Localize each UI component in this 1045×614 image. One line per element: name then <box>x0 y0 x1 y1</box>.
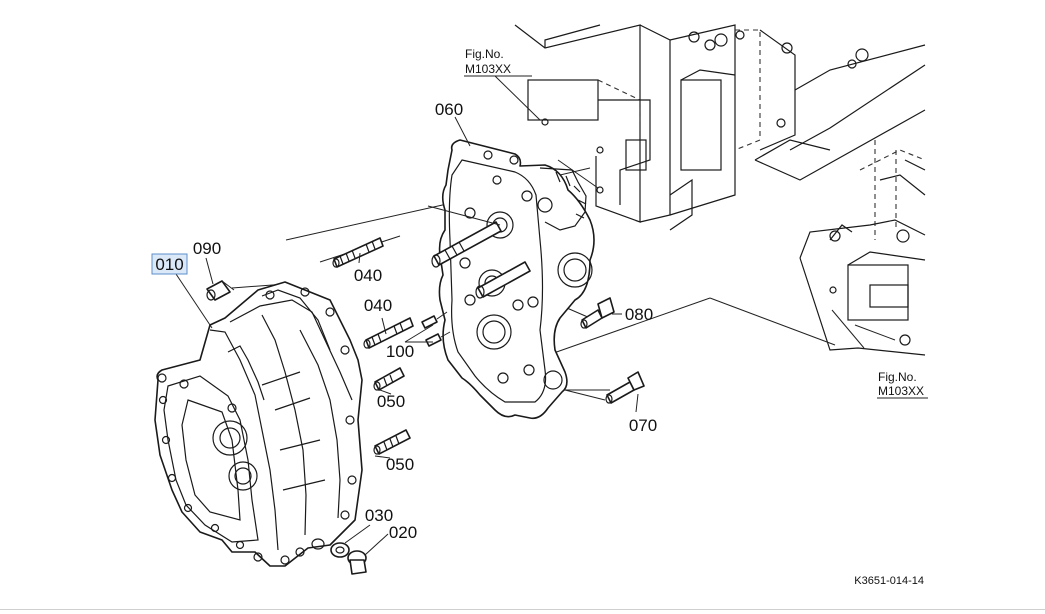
selected-callout-highlight <box>151 253 188 275</box>
fig-ref-lower-number: M103XX <box>878 384 924 398</box>
washer-030-icon <box>330 542 350 558</box>
callout-040-upper[interactable]: 040 <box>354 266 382 285</box>
output-shaft-icon <box>475 261 531 299</box>
fig-ref-upper-number: M103XX <box>465 62 511 76</box>
stud-050-lower-icon <box>373 429 411 455</box>
callout-060[interactable]: 060 <box>435 100 463 119</box>
callout-080[interactable]: 080 <box>625 305 653 324</box>
input-shaft-icon <box>431 221 502 268</box>
drain-port-icon <box>311 538 325 550</box>
stud-040-upper-icon <box>332 237 384 268</box>
fig-ref-lower[interactable]: Fig.No. M103XX <box>878 370 924 398</box>
fig-ref-lower-title: Fig.No. <box>878 370 917 384</box>
callout-010[interactable]: 010 <box>155 255 183 274</box>
frame-assembly <box>514 24 926 356</box>
fig-ref-upper-title: Fig.No. <box>465 47 504 61</box>
callout-100[interactable]: 100 <box>386 342 414 361</box>
pin-100-icon <box>421 311 451 347</box>
plug-090-icon <box>206 280 235 301</box>
callout-070[interactable]: 070 <box>629 416 657 435</box>
callout-030[interactable]: 030 <box>365 506 393 525</box>
fig-ref-upper[interactable]: Fig.No. M103XX <box>465 47 511 76</box>
stud-040-lower-icon <box>363 317 414 349</box>
callout-050-lower[interactable]: 050 <box>386 455 414 474</box>
callout-labels: 010 090 040 040 100 050 050 030 020 060 … <box>151 100 657 542</box>
callout-040-lower[interactable]: 040 <box>364 296 392 315</box>
gear-pump-assembly <box>427 139 595 420</box>
stud-050-upper-icon <box>373 367 405 391</box>
bolt-070-icon <box>605 371 645 404</box>
callout-leaders <box>175 75 928 556</box>
frame-bolt-icon <box>688 30 869 69</box>
transmission-case <box>154 281 363 567</box>
callout-020[interactable]: 020 <box>389 523 417 542</box>
bolt-080-icon <box>580 297 615 329</box>
drawing-code: K3651-014-14 <box>854 575 924 587</box>
plug-020-icon <box>347 550 367 575</box>
bottom-divider <box>0 609 1045 610</box>
callout-050-upper[interactable]: 050 <box>377 392 405 411</box>
callout-090[interactable]: 090 <box>193 239 221 258</box>
